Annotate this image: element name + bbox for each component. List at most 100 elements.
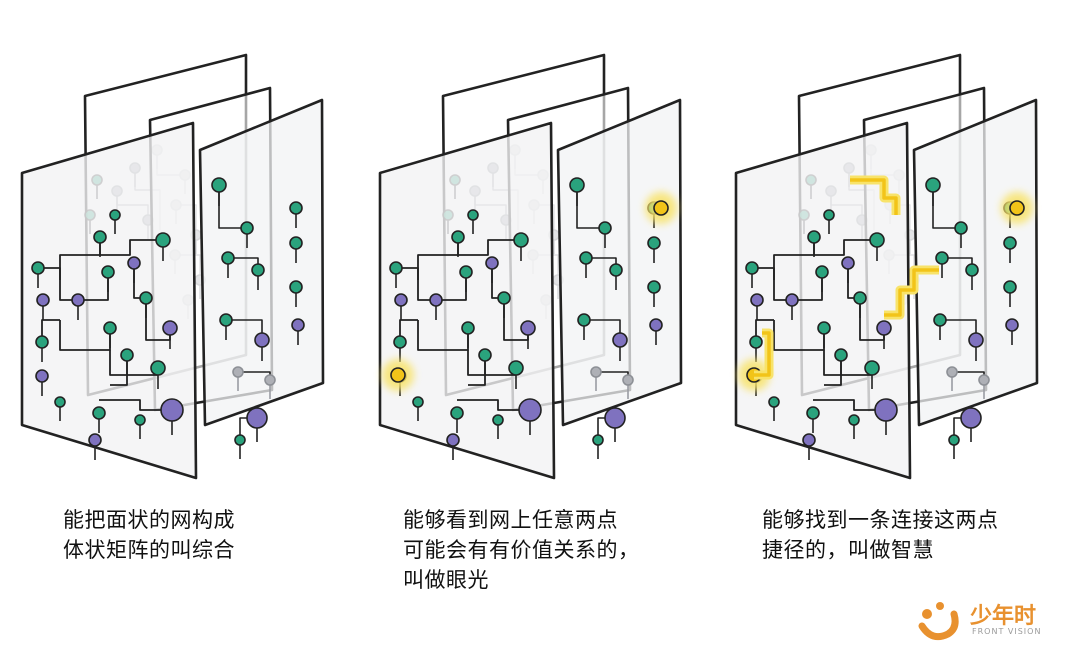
right-node — [219, 313, 233, 327]
front-layer — [20, 121, 198, 480]
right-node — [647, 236, 661, 250]
right-node — [221, 251, 235, 265]
front-node — [768, 396, 780, 408]
front-node — [88, 433, 102, 447]
front-node — [461, 321, 475, 335]
front-link — [41, 319, 60, 342]
right-node — [590, 366, 602, 378]
front-link — [458, 239, 521, 256]
caption-wisdom: 能够找到一条连接这两点 捷径的，叫做智慧 — [762, 505, 999, 565]
front-link — [814, 239, 877, 256]
front-node — [508, 360, 524, 376]
right-node — [946, 366, 958, 378]
brand-logo: 少年时 FRONT VISION — [918, 596, 1068, 644]
front-link — [109, 350, 158, 376]
front-node — [429, 293, 443, 307]
caption-line: 捷径的，叫做智慧 — [762, 538, 934, 562]
front-node — [864, 360, 880, 376]
right-layer — [198, 98, 325, 427]
shortcut-path — [754, 175, 939, 380]
front-node — [103, 321, 117, 335]
right-node — [609, 263, 623, 277]
front-node — [101, 265, 115, 279]
front-node — [389, 261, 403, 275]
front-node — [93, 230, 107, 244]
front-layer-network — [31, 209, 184, 460]
right-node — [592, 434, 604, 446]
panel-group — [734, 53, 1039, 480]
right-node — [289, 236, 303, 250]
right-layer-network — [211, 177, 305, 459]
right-node — [246, 407, 268, 429]
right-node — [968, 332, 984, 348]
right-node — [240, 221, 254, 235]
front-node — [806, 406, 820, 420]
front-node — [745, 261, 759, 275]
front-link — [38, 267, 78, 301]
path-segment — [884, 268, 939, 317]
front-node — [802, 433, 816, 447]
right-node — [965, 263, 979, 277]
right-node — [1003, 236, 1017, 250]
front-node — [150, 360, 166, 376]
panel-group — [378, 53, 683, 480]
right-node — [291, 318, 305, 332]
front-node — [120, 348, 134, 362]
right-node — [234, 434, 246, 446]
front-node — [815, 265, 829, 279]
front-link — [396, 267, 436, 301]
brand-subtitle: FRONT VISION — [972, 627, 1042, 636]
front-link — [752, 267, 792, 301]
right-node — [612, 332, 628, 348]
front-link — [99, 399, 172, 411]
path-segment — [754, 331, 771, 377]
caption-line: 能够看到网上任意两点 — [403, 508, 618, 532]
front-link — [467, 350, 516, 376]
highlighted-node — [653, 200, 669, 216]
front-node — [853, 291, 867, 305]
right-layer — [556, 98, 683, 427]
front-node — [109, 209, 121, 221]
panel-group — [20, 53, 325, 480]
front-node — [485, 256, 499, 270]
front-link — [399, 319, 418, 342]
highlighted-node — [1009, 200, 1025, 216]
right-node — [1005, 318, 1019, 332]
right-node — [598, 221, 612, 235]
right-node — [954, 221, 968, 235]
front-layer — [734, 121, 912, 480]
front-node — [36, 293, 50, 307]
path-segment — [850, 178, 898, 215]
front-layer — [378, 121, 556, 480]
front-node — [817, 321, 831, 335]
front-node — [459, 265, 473, 279]
front-node — [451, 230, 465, 244]
front-node — [841, 256, 855, 270]
front-node — [139, 291, 153, 305]
front-node — [35, 335, 49, 349]
front-node — [785, 293, 799, 307]
front-node — [478, 348, 492, 362]
right-node — [960, 407, 982, 429]
front-node — [834, 348, 848, 362]
highlighted-nodes — [382, 192, 677, 391]
right-node — [622, 374, 634, 386]
front-node — [520, 320, 536, 336]
right-node — [254, 332, 270, 348]
brand-name: 少年时 — [970, 604, 1037, 629]
caption-line: 能把面状的网构成 — [63, 508, 235, 532]
front-link — [755, 319, 774, 342]
right-node — [935, 251, 949, 265]
front-node — [750, 293, 764, 307]
front-link — [823, 350, 872, 376]
front-node — [749, 335, 763, 349]
front-node — [876, 320, 892, 336]
right-node — [289, 280, 303, 294]
right-layer-network — [569, 177, 663, 459]
front-node — [823, 209, 835, 221]
right-node — [569, 177, 585, 193]
front-node — [518, 398, 542, 422]
right-node — [647, 280, 661, 294]
front-node — [160, 398, 184, 422]
front-node — [155, 232, 171, 248]
